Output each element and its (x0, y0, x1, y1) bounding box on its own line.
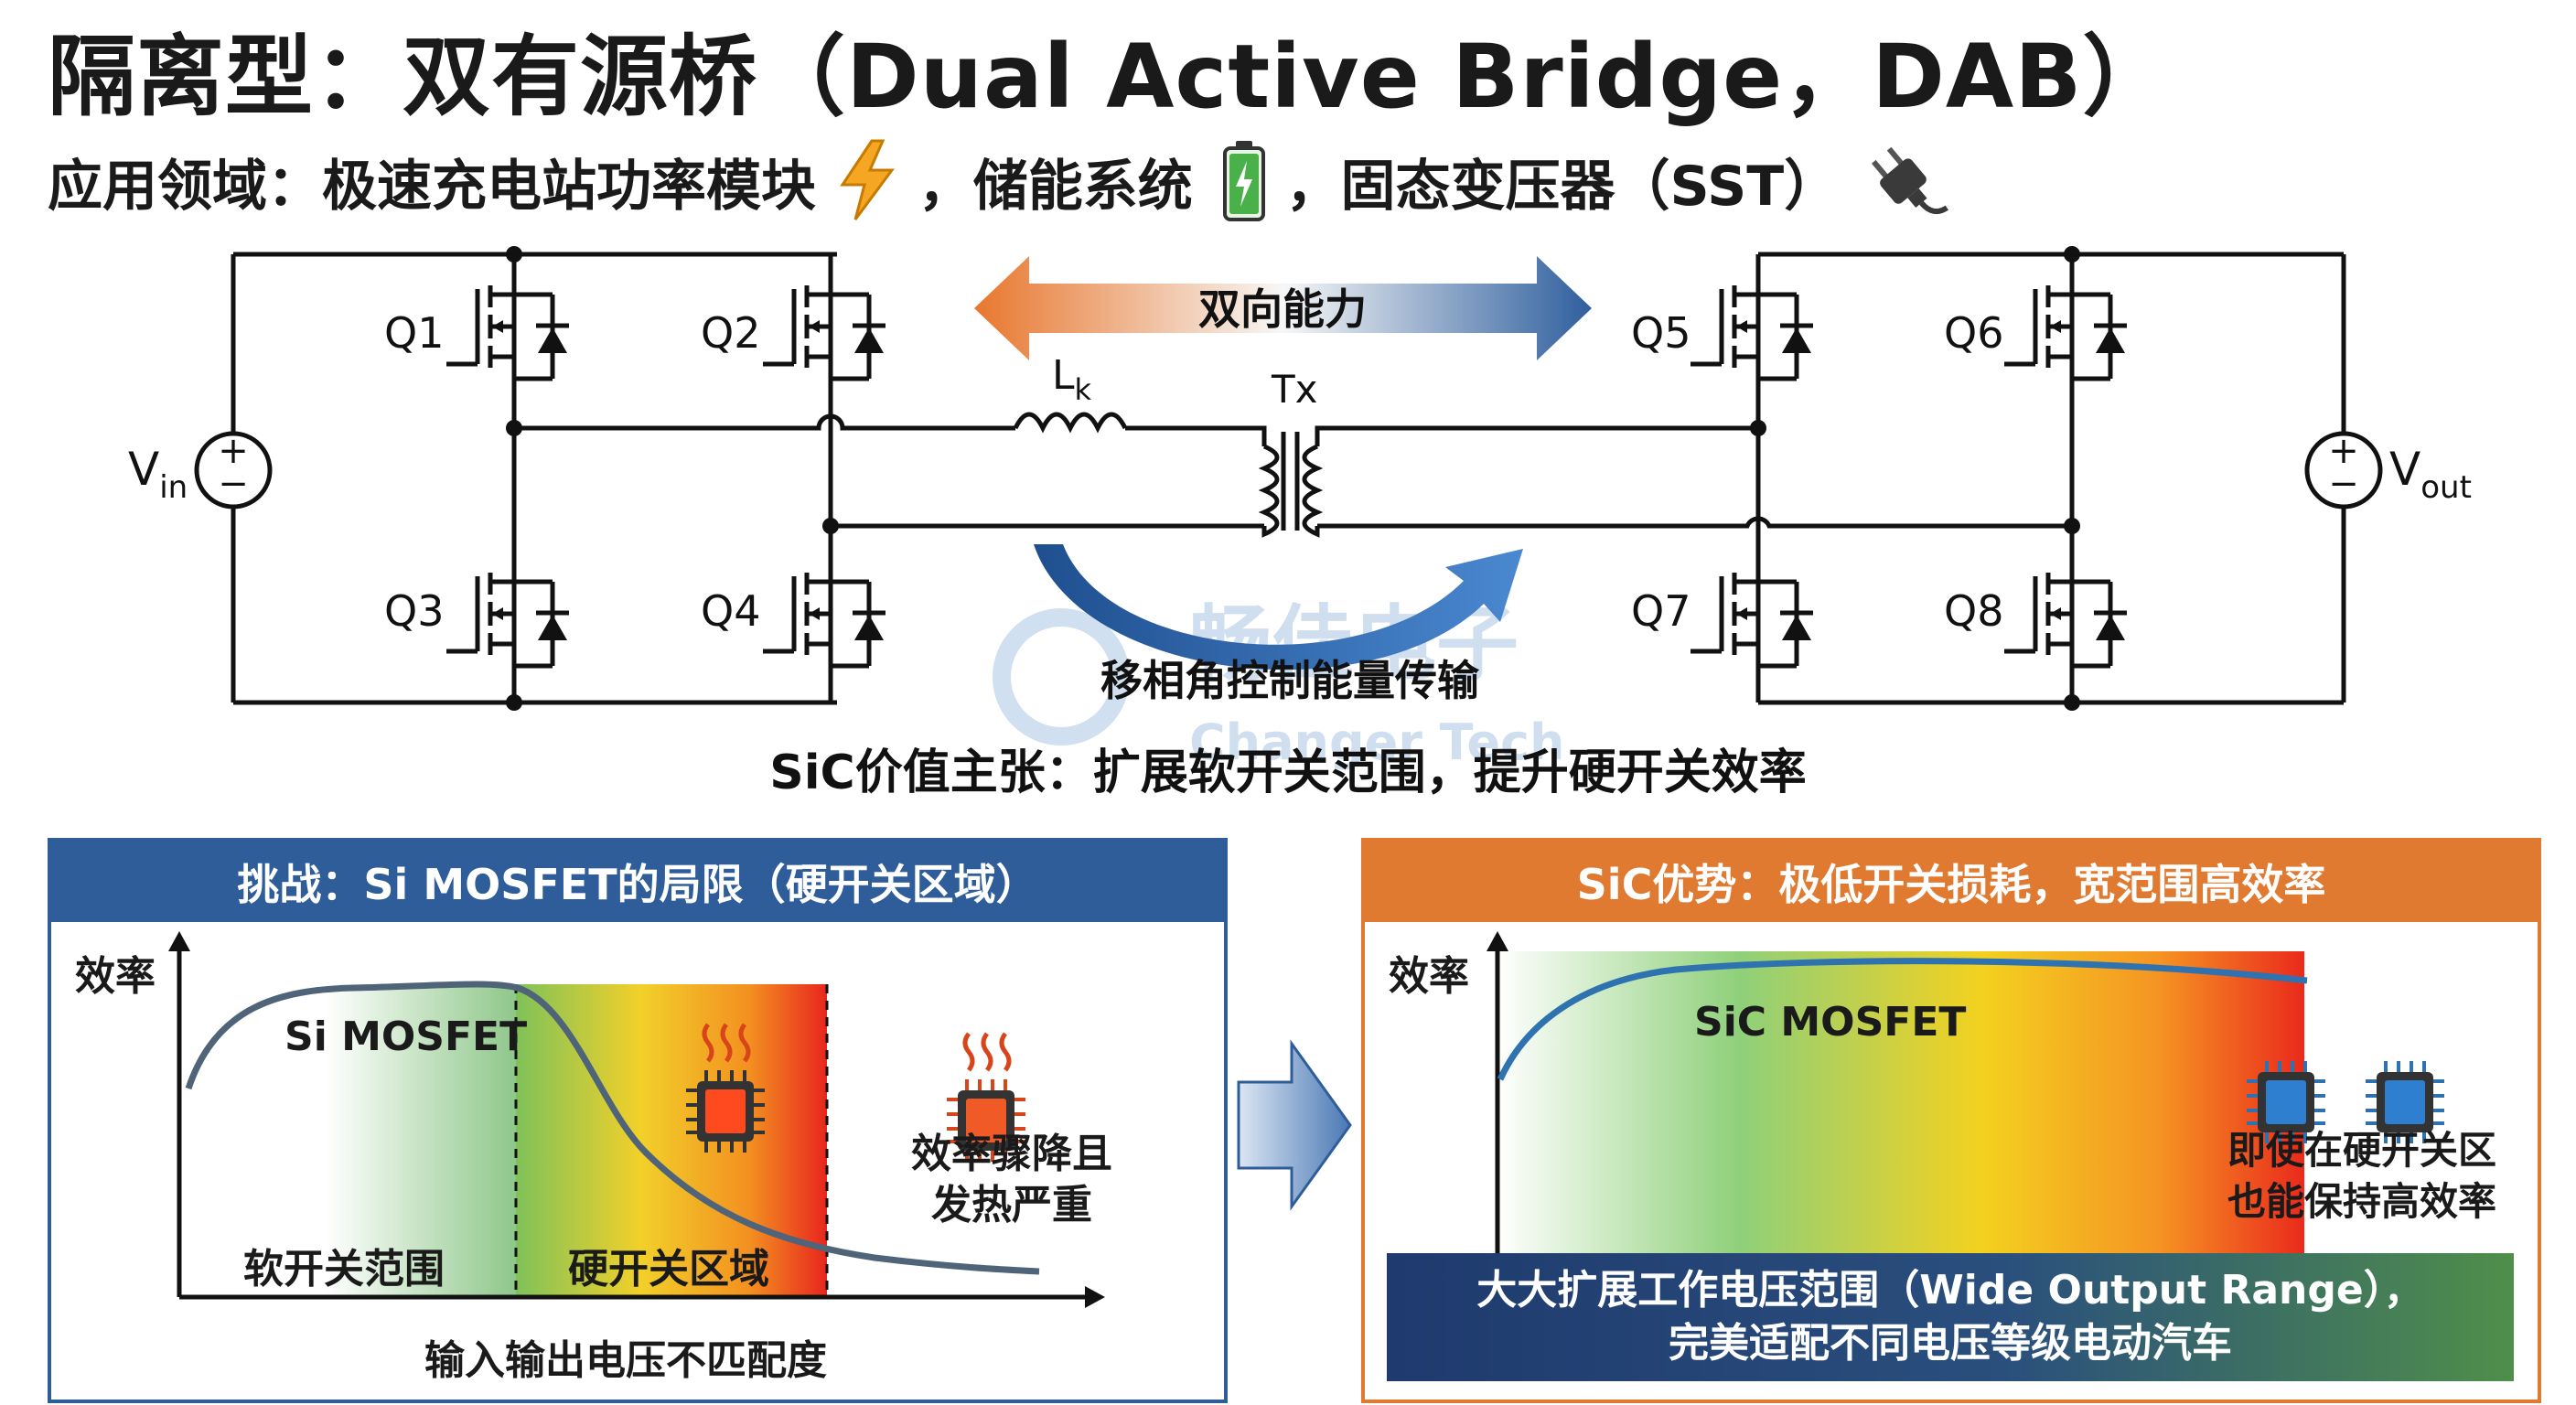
mosfet-q8 (2004, 549, 2127, 679)
ac-link (514, 412, 2072, 538)
challenge-panel: 挑战：Si MOSFET的局限（硬开关区域） (48, 838, 1228, 1403)
challenge-header: 挑战：Si MOSFET的局限（硬开关区域） (51, 842, 1224, 922)
label-q2: Q2 (701, 308, 760, 358)
application-storage: ，储能系统 (918, 155, 1193, 219)
sic-efficiency-chart (1487, 931, 2444, 1308)
svg-text:−: − (218, 463, 249, 505)
watermark-en: Changer Tech (1189, 713, 1564, 771)
mosfet-q6 (2004, 262, 2127, 391)
label-q6: Q6 (1944, 308, 2003, 358)
si-note-line1: 效率骤降且 (911, 1131, 1112, 1177)
vin-label: Vin (128, 443, 188, 506)
si-note: 效率骤降且 发热严重 (893, 1129, 1131, 1231)
plug-icon (1872, 146, 1949, 215)
bidirectional-arrow: 双向能力 (974, 256, 1592, 360)
chip-icon (2366, 1061, 2444, 1143)
label-q8: Q8 (1944, 586, 2003, 636)
right-bridge (1755, 252, 2346, 705)
si-xlabel: 输入输出电压不匹配度 (424, 1337, 827, 1384)
advantage-panel: SiC优势：极低开关损耗，宽范围高效率 (1361, 838, 2541, 1403)
sic-note: 即使在硬开关区 也能保持高效率 (2188, 1125, 2536, 1228)
label-q4: Q4 (701, 586, 760, 636)
page-title: 隔离型：双有源桥（Dual Active Bridge，DAB） (48, 26, 2172, 128)
svg-text:+: + (218, 430, 249, 472)
advantage-header: SiC优势：极低开关损耗，宽范围高效率 (1365, 842, 2538, 922)
arrow-right-icon (1237, 1039, 1352, 1211)
mosfet-q3 (446, 549, 569, 679)
si-ylabel: 效率 (75, 953, 156, 1000)
mosfet-q1 (446, 262, 569, 391)
vin-source: + − (194, 430, 273, 509)
si-curve-label: Si MOSFET (284, 1014, 528, 1060)
mosfet-q4 (763, 549, 886, 679)
label-q3: Q3 (384, 586, 444, 636)
lightning-icon (840, 139, 895, 220)
bidirectional-label: 双向能力 (1198, 284, 1367, 334)
heat-icon (947, 1032, 1025, 1162)
label-q7: Q7 (1631, 586, 1690, 636)
application-sst: ，固态变压器（SST） (1285, 155, 1840, 219)
vout-source: + − (2304, 430, 2383, 509)
banner-line2: 完美适配不同电压等级电动汽车 (1669, 1320, 2232, 1367)
transformer-label: Tx (1271, 367, 1318, 412)
inductor-label: Lk (1052, 352, 1092, 407)
mosfet-q2 (763, 262, 886, 391)
svg-text:−: − (2328, 463, 2359, 505)
wide-range-banner: 大大扩展工作电压范围（Wide Output Range）， 完美适配不同电压等… (1387, 1253, 2514, 1381)
banner-line1: 大大扩展工作电压范围（Wide Output Range）， (1476, 1267, 2424, 1314)
phase-shift-arrow (1034, 544, 1523, 670)
sic-note-line2: 也能保持高效率 (2227, 1179, 2496, 1224)
si-efficiency-chart (168, 931, 1105, 1308)
chip-hot-icon (686, 1023, 765, 1153)
label-q5: Q5 (1631, 308, 1690, 358)
sic-note-line1: 即使在硬开关区 (2227, 1128, 2496, 1173)
label-q1: Q1 (384, 308, 444, 358)
phase-shift-label: 移相角控制能量传输 (1100, 656, 1480, 705)
application-line: 应用领域：极速充电站功率模块 ，储能系统 ，固态变压器（SST） (48, 137, 1949, 229)
application-prefix: 应用领域：极速充电站功率模块 (48, 155, 816, 219)
si-note-line2: 发热严重 (931, 1182, 1092, 1228)
sic-curve-label: SiC MOSFET (1694, 999, 1967, 1046)
svg-text:+: + (2328, 430, 2359, 472)
battery-icon (1222, 141, 1265, 221)
vout-label: Vout (2389, 443, 2472, 506)
mosfet-q5 (1690, 262, 1813, 391)
dab-circuit: Q1 Q2 Q3 Q4 Q5 Q6 Q7 Q8 + − Vin + − Vout… (128, 246, 2472, 800)
value-claim: SiC价值主张：扩展软开关范围，提升硬开关效率 (769, 745, 1806, 800)
mosfet-q7 (1690, 549, 1813, 679)
chip-icon (2247, 1061, 2325, 1143)
si-zone-soft: 软开关范围 (243, 1246, 445, 1292)
si-zone-hard: 硬开关区域 (568, 1246, 769, 1292)
sic-ylabel: 效率 (1389, 953, 1469, 1000)
